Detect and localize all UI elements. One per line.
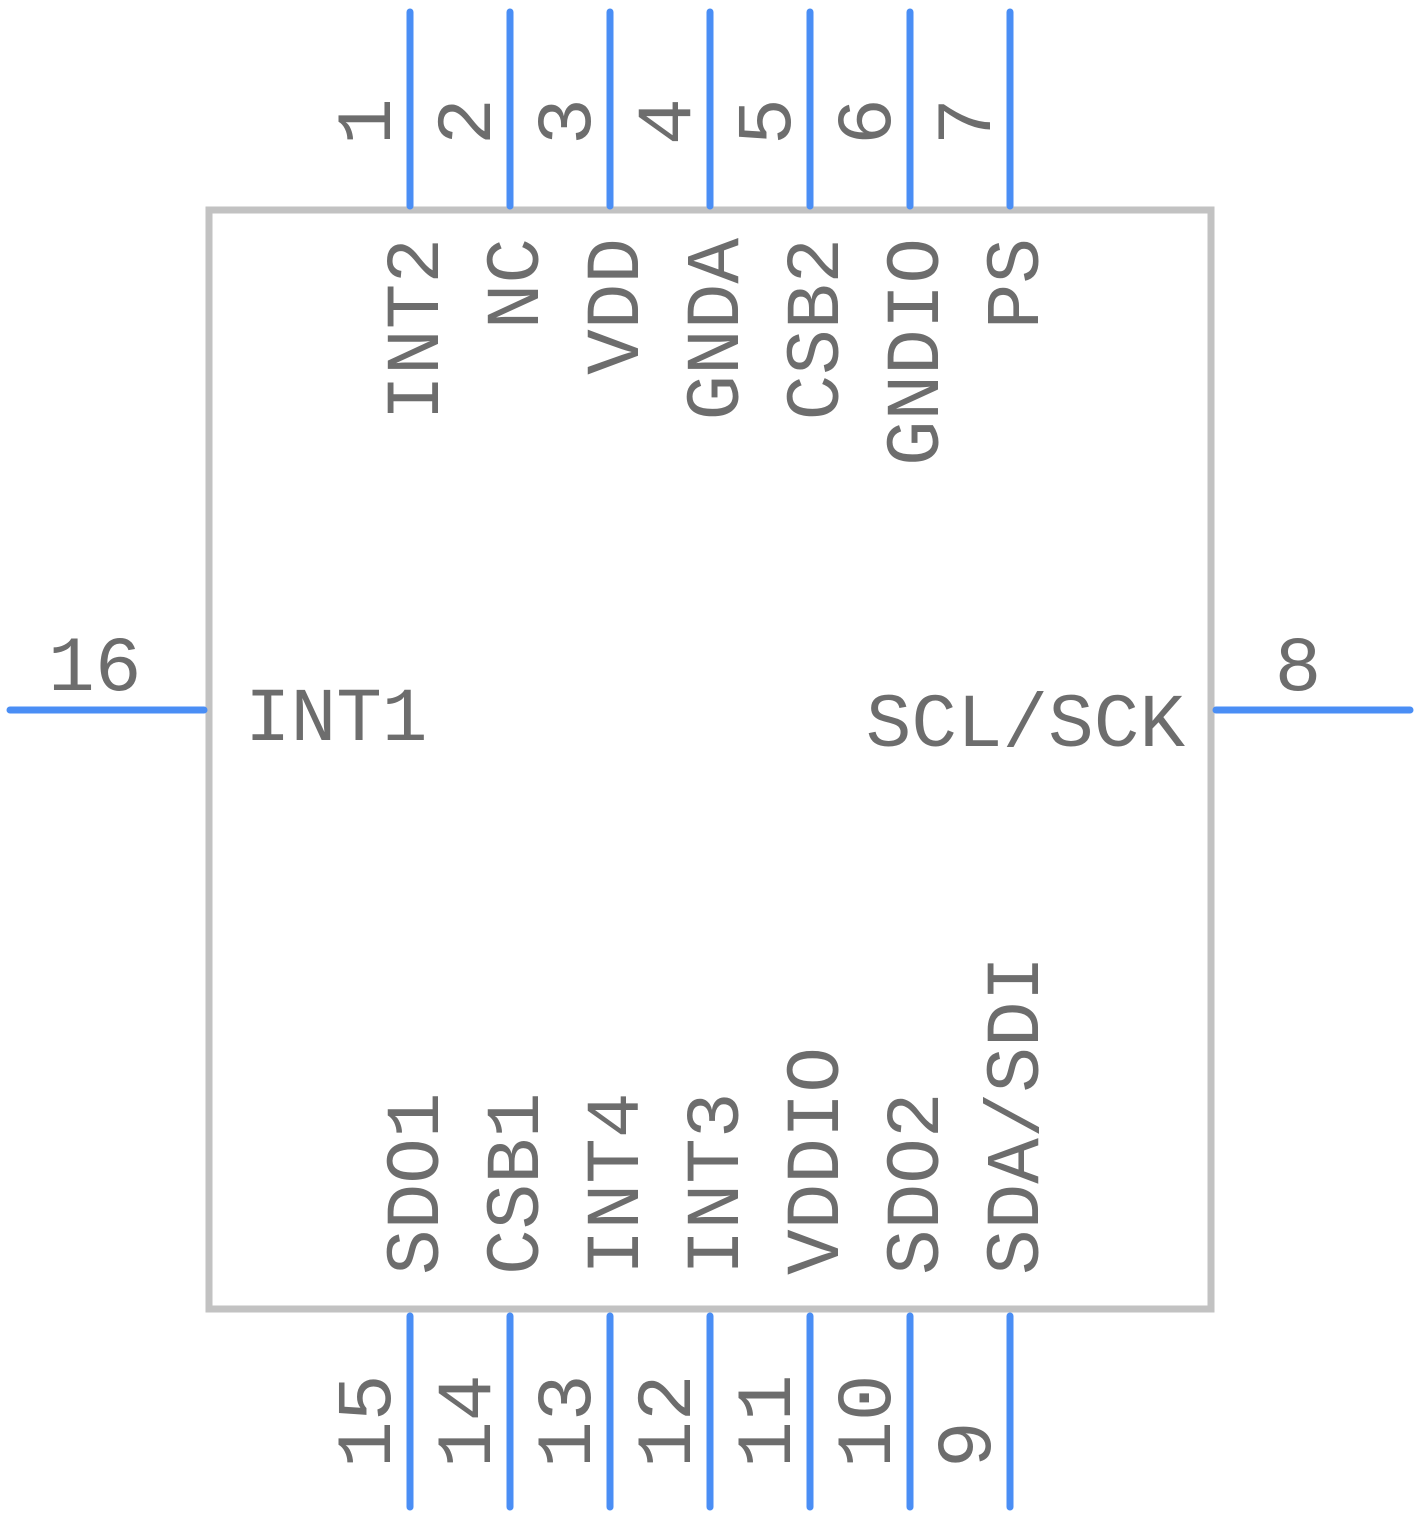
pin-13-name: INT4 — [575, 1093, 661, 1275]
pin-1-number: 1 — [326, 98, 414, 145]
pin-5-name: CSB2 — [775, 238, 861, 420]
pin-4-number: 4 — [626, 98, 714, 145]
pin-10-number: 10 — [826, 1374, 914, 1468]
pin-2-name: NC — [475, 238, 561, 329]
pin-4-name: GNDA — [675, 238, 761, 421]
pin-14-name: CSB1 — [475, 1093, 561, 1275]
pin-6-number: 6 — [826, 98, 914, 145]
pin-12-name: INT3 — [675, 1093, 761, 1275]
pin-14-number: 14 — [426, 1374, 514, 1468]
pin-11-number: 11 — [726, 1374, 814, 1468]
pin-10-name: SDO2 — [875, 1093, 961, 1275]
pin-3-number: 3 — [526, 98, 614, 145]
pin-9-number: 9 — [926, 1421, 1014, 1468]
pin-1-name: INT2 — [375, 238, 461, 420]
pin-3-name: VDD — [575, 238, 661, 375]
pin-5-number: 5 — [726, 98, 814, 145]
pin-7-name: PS — [975, 238, 1061, 329]
pin-15-number: 15 — [326, 1374, 414, 1468]
pin-15-name: SDO1 — [375, 1093, 461, 1275]
pin-16-name: INT1 — [245, 677, 427, 763]
ic-body-outline — [205, 206, 1215, 1313]
pin-16-number: 16 — [48, 626, 142, 714]
pin-6-name: GNDIO — [875, 238, 961, 466]
pin-8-name: SCL/SCK — [866, 683, 1186, 769]
pin-11-name: VDDIO — [775, 1047, 861, 1275]
pin-12-number: 12 — [626, 1374, 714, 1468]
pin-7-number: 7 — [926, 98, 1014, 145]
pin-8-number: 8 — [1275, 626, 1322, 714]
pin-2-number: 2 — [426, 98, 514, 145]
pin-9-name: SDA/SDI — [975, 956, 1061, 1275]
pin-13-number: 13 — [526, 1374, 614, 1468]
